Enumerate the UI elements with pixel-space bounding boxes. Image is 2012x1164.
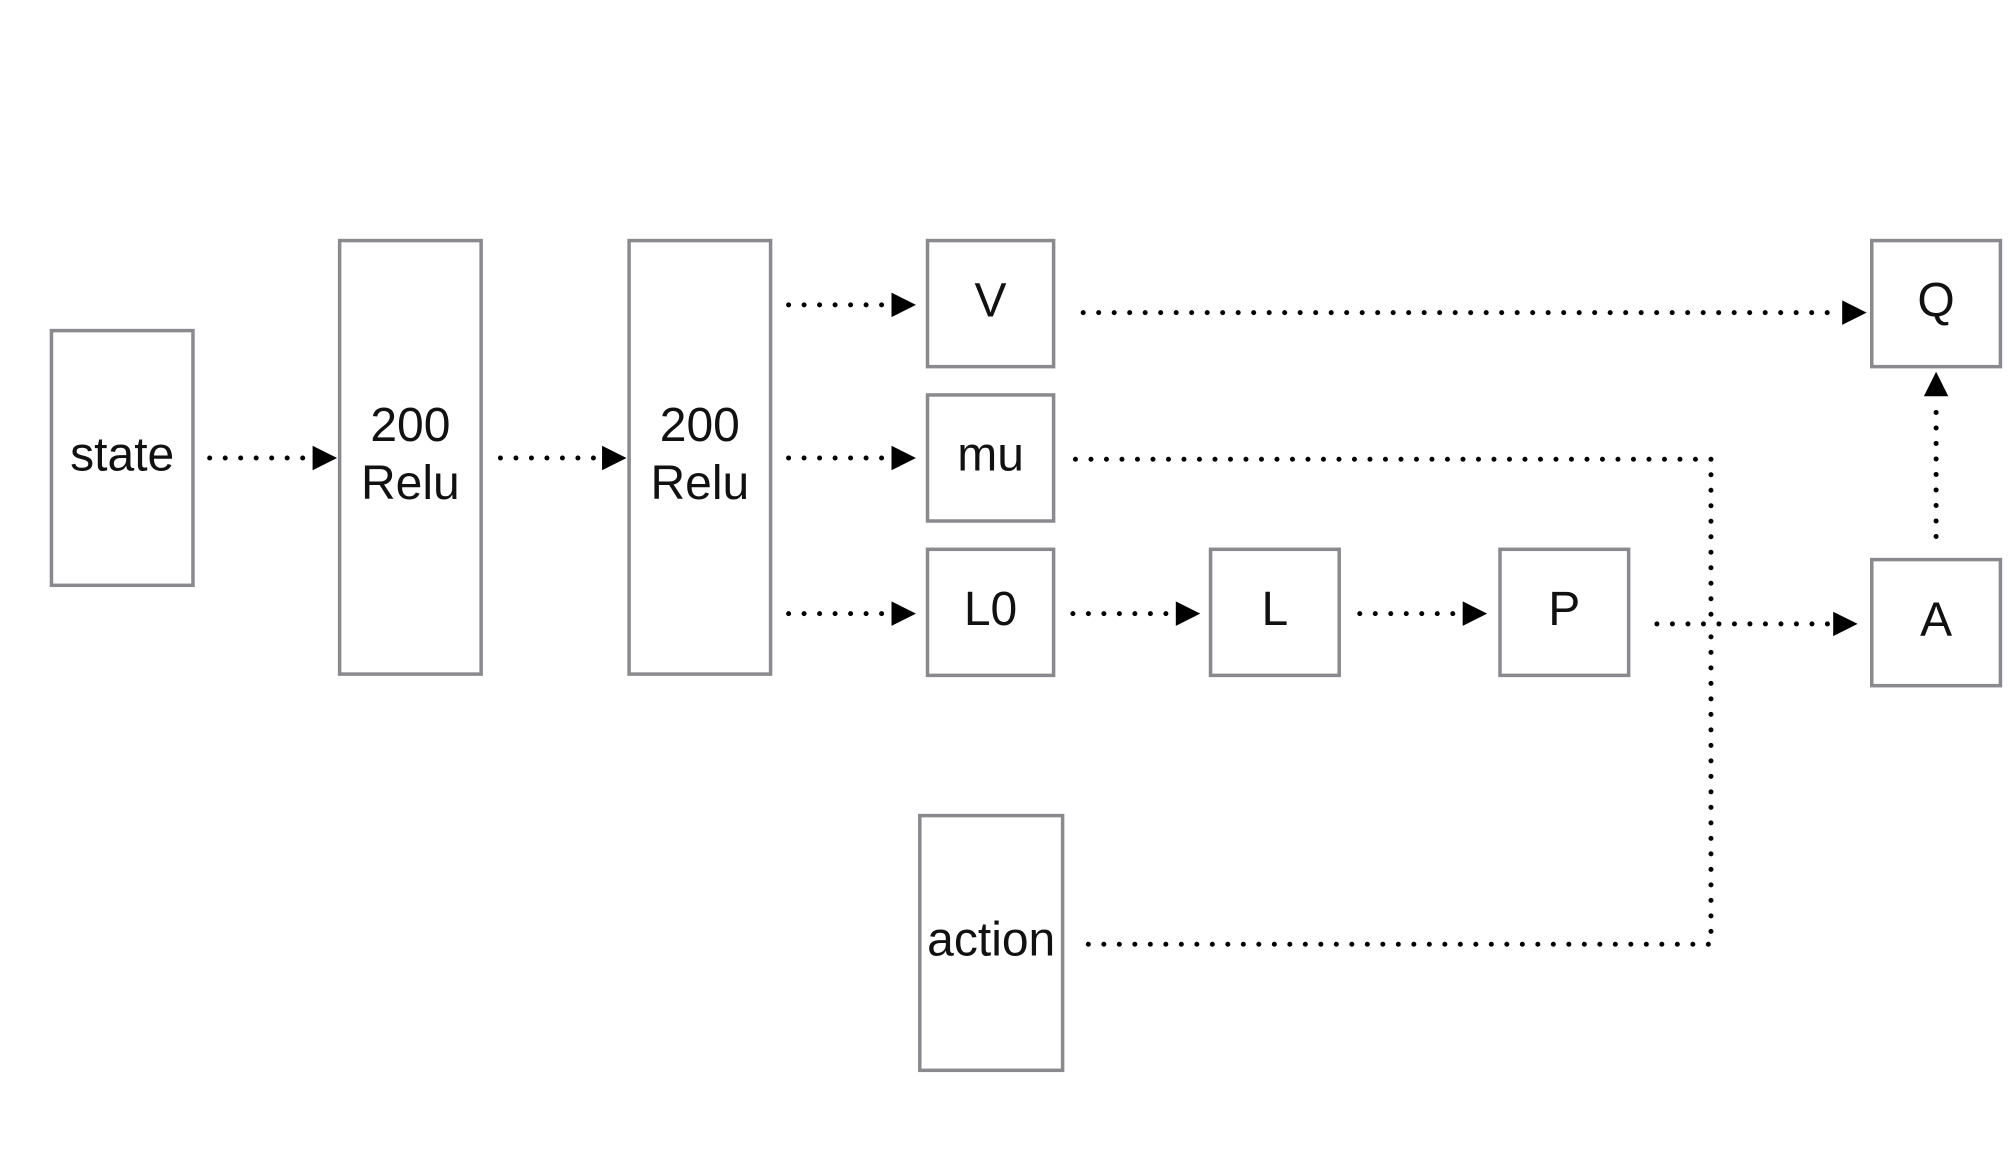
node-label: Relu: [650, 457, 749, 510]
edge-line: [1085, 621, 1714, 947]
node-label: mu: [957, 429, 1024, 482]
edge-state-relu1: [207, 445, 338, 471]
arrowhead: [891, 445, 916, 471]
node-label: 200: [370, 399, 450, 452]
node-p: P: [1498, 547, 1631, 678]
node-l0: L0: [925, 547, 1056, 678]
node-label: L: [1262, 583, 1289, 636]
edge-action-junction: [1085, 621, 1714, 947]
arrowhead: [1923, 371, 1949, 397]
edge-line: [1072, 456, 1714, 627]
edges: [207, 292, 1949, 947]
node-v: V: [925, 238, 1056, 369]
edge-p-a: [1654, 611, 1858, 637]
node-box: [925, 393, 1056, 523]
node-state: state: [49, 328, 195, 588]
node-box: [337, 238, 483, 676]
node-box: [925, 238, 1056, 369]
node-label: Relu: [361, 457, 460, 510]
arrowhead: [891, 601, 916, 626]
arrowhead: [1833, 611, 1858, 637]
node-q: Q: [1870, 238, 2003, 369]
arrowhead: [312, 445, 338, 471]
node-l: L: [1208, 547, 1341, 678]
node-label: L0: [964, 583, 1017, 636]
arrowhead: [1462, 601, 1488, 626]
arrowhead: [1842, 300, 1867, 325]
node-label: state: [70, 429, 174, 482]
node-box: [1870, 238, 2003, 369]
node-label: action: [927, 914, 1055, 967]
node-box: [1870, 557, 2003, 688]
edge-l-p: [1357, 601, 1488, 626]
edge-v-q: [1080, 300, 1867, 325]
node-box: [918, 813, 1065, 1073]
node-box: [1498, 547, 1631, 678]
node-label: A: [1920, 593, 1952, 646]
node-label: V: [975, 274, 1007, 327]
edge-relu2-mu: [786, 445, 916, 471]
node-box: [1208, 547, 1341, 678]
node-box: [627, 238, 773, 676]
node-box: [925, 547, 1056, 678]
edge-l0-l: [1070, 601, 1201, 626]
node-label: 200: [660, 399, 740, 452]
arrowhead: [891, 292, 916, 318]
node-box: [49, 328, 195, 588]
edge-mu-junction: [1072, 456, 1714, 627]
arrowhead: [602, 445, 627, 471]
edge-relu2-v: [786, 292, 916, 318]
edge-relu1-relu2: [497, 445, 627, 471]
edge-relu2-l0: [786, 601, 916, 626]
node-label: Q: [1917, 274, 1954, 327]
edge-a-q: [1923, 371, 1949, 539]
arrowhead: [1175, 601, 1201, 626]
node-action: action: [918, 813, 1065, 1073]
node-label: P: [1548, 583, 1580, 636]
node-a: A: [1870, 557, 2003, 688]
node-mu: mu: [925, 393, 1056, 523]
